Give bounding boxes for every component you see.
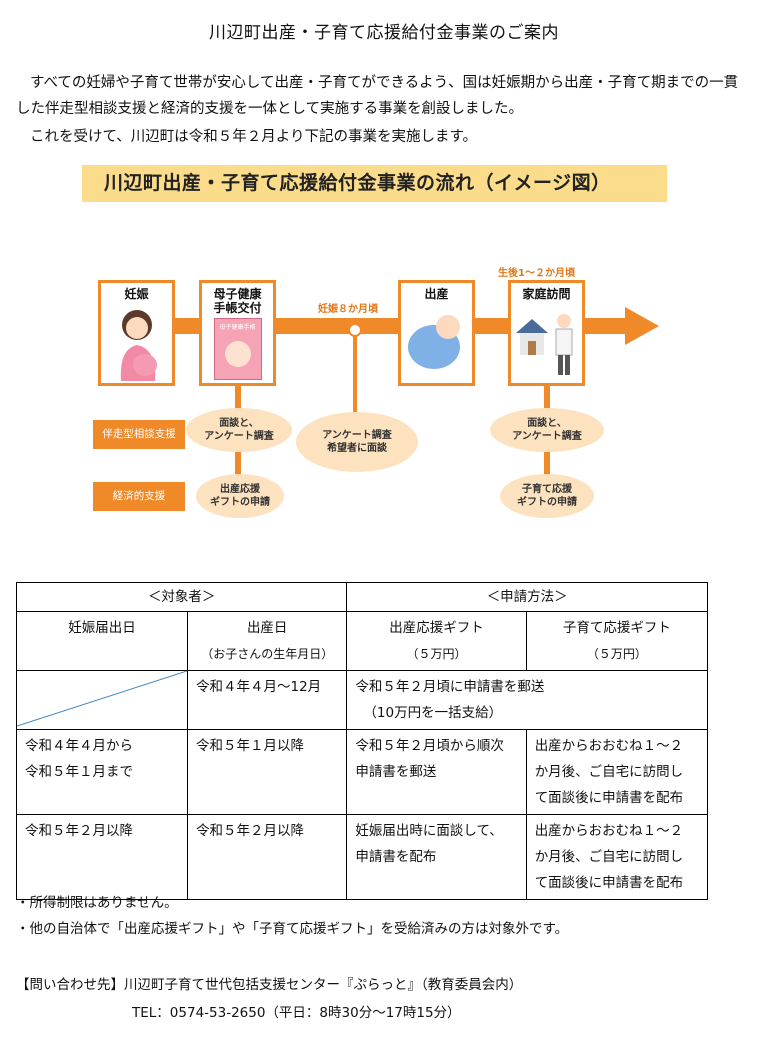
cell-line: 令和５年２月以降 <box>25 823 133 839</box>
stage-handbook: 母子健康 手帳交付 母子健康手帳 <box>199 280 276 386</box>
row-label-economic: 経済的支援 <box>93 482 185 511</box>
oval-consult-3: 面談と、 アンケート調査 <box>490 408 604 452</box>
cell-gift1: 令和５年２月頃から順次申請書を郵送 <box>346 729 527 815</box>
col-gift2-sublabel: （５万円） <box>586 647 647 661</box>
cell-line: か月後、ご自宅に訪問し <box>534 764 684 780</box>
cell-line: 令和４年４月から <box>25 738 133 754</box>
contact-line: 【問い合わせ先】川辺町子育て世代包括支援センター『ぷらっと』（教育委員会内） <box>16 975 522 995</box>
header-target: ＜対象者＞ <box>15 582 348 612</box>
handbook-label: 母子健康手帳 <box>219 324 256 331</box>
handbook-icon: 母子健康手帳 <box>213 318 262 380</box>
table-header-row: ＜対象者＞ ＜申請方法＞ <box>15 582 708 612</box>
stage-label: 出産 <box>424 287 449 301</box>
cell-birth: 令和４年４月～12月 <box>186 670 348 730</box>
cell-pregnancy: 令和５年２月以降 <box>16 814 188 900</box>
table-row: 令和４年４月～12月 令和５年２月頃に申請書を郵送 （10万円を一括支給） <box>16 670 708 730</box>
cell-gift1: 妊娠届出時に面談して、申請書を配布 <box>346 814 527 900</box>
cell-birth: 令和５年１月以降 <box>186 729 348 815</box>
col-birth-sublabel: （お子さんの生年月日） <box>201 647 334 661</box>
cell-line: 令和５年２月頃から順次 <box>355 738 504 754</box>
timeline-arrow-icon <box>625 307 659 345</box>
timeline-marker-dot <box>348 323 362 337</box>
diagonal-line <box>17 671 187 727</box>
oval-consult-2: アンケート調査 希望者に面談 <box>296 412 418 472</box>
stage-label: 妊娠 <box>124 287 149 301</box>
oval-econ-1: 出産応援 ギフトの申請 <box>196 474 284 518</box>
header-method: ＜申請方法＞ <box>346 582 708 612</box>
method-line: 令和５年２月頃に申請書を郵送 <box>355 679 545 695</box>
col-gift2-label: 子育て応援ギフト <box>562 620 671 636</box>
col-birth: 出産日 （お子さんの生年月日） <box>186 611 348 671</box>
note-income: ・所得制限はありません。 <box>16 895 178 911</box>
stage-label: 母子健康 手帳交付 <box>213 287 262 315</box>
intro-paragraph-1: すべての妊婦や子育て世帯が安心して出産・子育てができるよう、国は妊娠期から出産・… <box>16 70 751 96</box>
stage-home-visit: 家庭訪問 <box>508 280 585 386</box>
cell-line: か月後、ご自宅に訪問し <box>534 849 684 865</box>
cell-line: 妊娠届出時に面談して、 <box>355 823 503 839</box>
col-gift2: 子育て応援ギフト （５万円） <box>525 611 709 671</box>
intro-line-1: すべての妊婦や子育て世帯が安心して出産・子育てができるよう、国は妊娠期から出産・… <box>30 75 739 91</box>
col-gift1-label: 出産応援ギフト <box>389 620 484 636</box>
col-pregnancy: 妊娠届出日 <box>16 611 188 671</box>
cell-empty-diagonal <box>16 670 188 730</box>
intro-line-3: これを受けて、川辺町は令和５年２月より下記の事業を実施します。 <box>30 129 478 145</box>
house-visit-icon <box>515 314 572 375</box>
cell-gift2: 出産からおおむね１～２ か月後、ご自宅に訪問して面談後に申請書を配布 <box>525 814 709 900</box>
cell-line: 申請書を配布 <box>355 849 437 865</box>
cell-line: て面談後に申請書を配布 <box>534 875 684 891</box>
note-8-months: 妊娠８か月頃 <box>318 304 378 315</box>
connector-line <box>353 332 357 412</box>
cell-method-combined: 令和５年２月頃に申請書を郵送 （10万円を一括支給） <box>346 670 708 730</box>
cell-pregnancy: 令和４年４月から令和５年１月まで <box>16 729 188 815</box>
contact-org: 川辺町子育て世代包括支援センター『ぷらっと』（教育委員会内） <box>124 977 523 993</box>
page-title: 川辺町出産・子育て応援給付金事業のご案内 <box>209 23 559 43</box>
baby-face-icon <box>224 341 251 367</box>
stage-label: 家庭訪問 <box>522 287 571 301</box>
oval-consult-1: 面談と、 アンケート調査 <box>186 408 292 452</box>
row-label-consultation: 伴走型相談支援 <box>93 420 185 449</box>
stage-pregnancy: 妊娠 <box>98 280 175 386</box>
col-gift1-sublabel: （５万円） <box>406 647 467 661</box>
note-post-birth: 生後1～２か月頃 <box>498 268 575 279</box>
col-pregnancy-label: 妊娠届出日 <box>68 620 136 636</box>
cell-gift2: 出産からおおむね１～２ か月後、ご自宅に訪問して面談後に申請書を配布 <box>525 729 709 815</box>
stage-birth: 出産 <box>398 280 475 386</box>
cell-line: て面談後に申請書を配布 <box>534 790 684 806</box>
table-row: 令和４年４月から令和５年１月まで 令和５年１月以降 令和５年２月頃から順次申請書… <box>16 729 709 815</box>
baby-icon <box>407 315 460 369</box>
eligibility-table: ＜対象者＞ ＜申請方法＞ 妊娠届出日 出産日 （お子さんの生年月日） 出産応援ギフ… <box>15 582 709 900</box>
contact-label: 【問い合わせ先】 <box>16 977 124 993</box>
cell-line: 出産からおおむね１～２ <box>534 738 684 754</box>
cell-line: 出産からおおむね１～２ <box>534 823 684 839</box>
method-line: （10万円を一括支給） <box>363 705 503 721</box>
table-subheader-row: 妊娠届出日 出産日 （お子さんの生年月日） 出産応援ギフト （５万円） 子育て応援ギ… <box>16 611 709 671</box>
col-birth-label: 出産日 <box>246 620 288 636</box>
diagram-banner: 川辺町出産・子育て応援給付金事業の流れ（イメージ図） <box>82 165 667 202</box>
contact-tel: TEL：0574-53-2650（平日：8時30分～17時15分） <box>132 1005 461 1021</box>
col-gift1: 出産応援ギフト （５万円） <box>346 611 527 671</box>
cell-line: 申請書を郵送 <box>355 764 437 780</box>
note-other-municipality: ・他の自治体で「出産応援ギフト」や「子育て応援ギフト」を受給済みの方は対象外です… <box>16 921 569 937</box>
table-row: 令和５年２月以降 令和５年２月以降 妊娠届出時に面談して、申請書を配布 出産から… <box>16 814 709 900</box>
cell-line: 令和５年１月まで <box>25 764 133 780</box>
cell-birth: 令和５年２月以降 <box>186 814 348 900</box>
pregnant-woman-icon <box>120 310 157 381</box>
intro-line-2: した伴走型相談支援と経済的支援を一体として実施する事業を創設しました。 <box>16 101 524 117</box>
oval-econ-2: 子育て応援 ギフトの申請 <box>500 474 594 518</box>
